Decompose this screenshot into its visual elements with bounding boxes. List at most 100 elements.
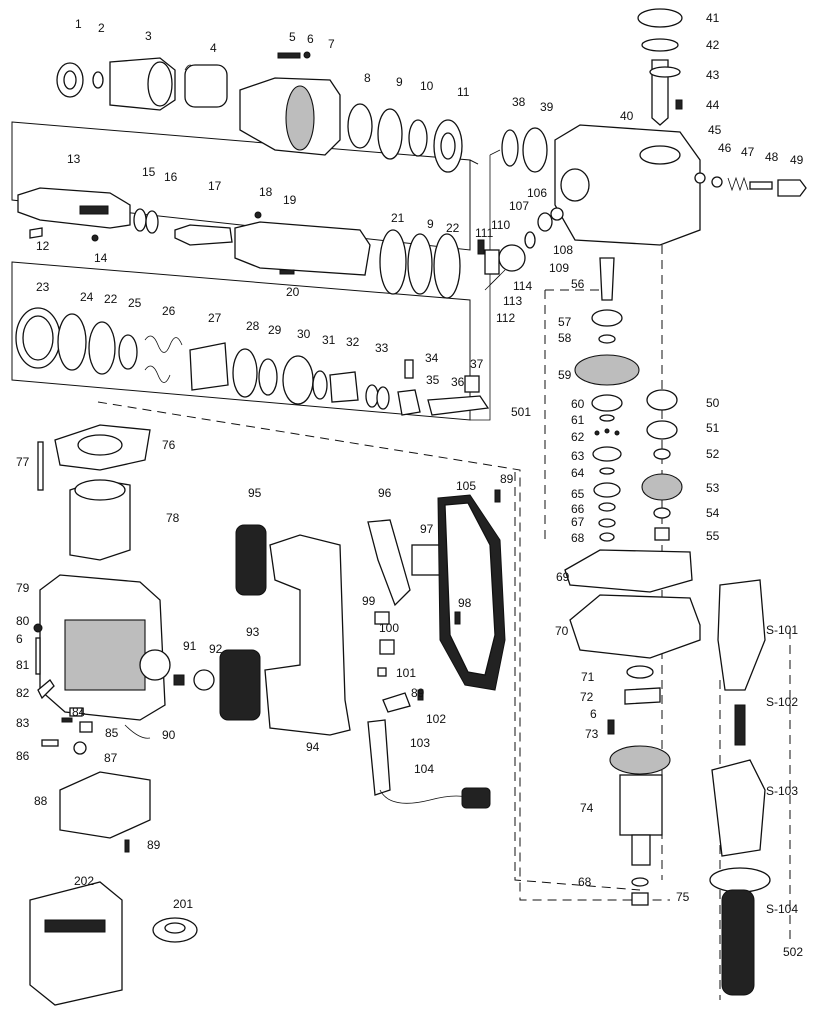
part-label: 56 [571, 277, 585, 291]
part-74-rotor [619, 774, 663, 836]
part-48-clip [749, 181, 773, 190]
part-label: 9 [396, 75, 403, 89]
part-label: 89 [411, 686, 425, 700]
part-84-clamp [69, 707, 83, 717]
gear-housing [477, 8, 807, 291]
part-label: S-103 [766, 784, 798, 798]
part-label: 27 [208, 311, 222, 325]
part-label: 85 [105, 726, 119, 740]
lower-gear-housing [564, 549, 701, 906]
part-label: 77 [16, 455, 30, 469]
part-label: 53 [706, 481, 720, 495]
part-20-pin [279, 269, 295, 275]
part-label: 57 [558, 315, 572, 329]
part-59-gear [574, 354, 640, 386]
part-113-screw [489, 269, 506, 286]
part-label: 89 [147, 838, 161, 852]
assembly-frames [11, 121, 791, 1000]
part-label: 91 [183, 639, 197, 653]
part-label: 62 [571, 430, 585, 444]
part-label: 26 [162, 304, 176, 318]
part-label: 34 [425, 351, 439, 365]
part-74-fan [609, 745, 671, 775]
part-81-bolt [35, 637, 41, 675]
part-label: 22 [104, 292, 118, 306]
part-77-bolt [37, 441, 44, 491]
part-58-washer [598, 334, 616, 344]
part-label: 37 [470, 357, 484, 371]
part-label: 45 [708, 123, 722, 137]
part-65-bearing [593, 482, 621, 498]
part-label: 17 [208, 179, 222, 193]
part-S-102-rod [734, 704, 746, 746]
part-label: 6 [590, 707, 597, 721]
part-label: 50 [706, 396, 720, 410]
part-39-ring [522, 127, 548, 173]
part-89-screw [124, 839, 130, 853]
part-label: 48 [765, 150, 779, 164]
part-85-block [79, 721, 93, 733]
part-label: 55 [706, 529, 720, 543]
part-55-bush [654, 527, 670, 541]
part-17-shape [174, 224, 233, 246]
part-label: 8 [364, 71, 371, 85]
part-83-screw [61, 717, 73, 723]
part-101-ring [377, 667, 387, 677]
part-label: 15 [142, 165, 156, 179]
part-68-ring [599, 532, 615, 542]
part-label: 28 [246, 319, 260, 333]
part-92-knob [193, 669, 215, 691]
part-label: 110 [491, 218, 510, 232]
shaft-assembly [17, 187, 461, 299]
part-label: 63 [571, 449, 585, 463]
part-label: 7 [328, 37, 335, 51]
part-label: 19 [283, 193, 297, 207]
part-label: 93 [246, 625, 260, 639]
part-91-ring [173, 674, 185, 686]
part-100-block [379, 639, 395, 655]
part-104-plug [461, 787, 491, 809]
part-35-shape [397, 389, 421, 416]
part-32-shape [329, 371, 359, 403]
part-70-cover [569, 594, 701, 659]
part-label: S-101 [766, 623, 798, 637]
part-label: 87 [104, 751, 118, 765]
part-label: 72 [580, 690, 594, 704]
part-label: 30 [297, 327, 311, 341]
part-22b-ring [88, 321, 116, 375]
part-36-conrod [427, 395, 490, 416]
part-label: 69 [556, 570, 570, 584]
part-82-sleeve [37, 679, 55, 700]
handle-assembly [219, 489, 506, 809]
part-45-ring [694, 172, 706, 184]
part-33-ring [365, 384, 379, 408]
part-label: 94 [306, 740, 320, 754]
part-label: 202 [74, 874, 94, 888]
chuck-assembly [56, 51, 463, 173]
part-label: 41 [706, 11, 720, 25]
part-69-gasket [564, 549, 693, 593]
part-label: 51 [706, 421, 720, 435]
part-label: 16 [164, 170, 178, 184]
part-49-knob [777, 179, 807, 197]
part-label: 64 [571, 466, 585, 480]
part-label: 40 [620, 109, 634, 123]
part-label: S-104 [766, 902, 798, 916]
part-label: 22 [446, 221, 460, 235]
part-label: 59 [558, 368, 572, 382]
part-label: 31 [322, 333, 336, 347]
part-label: 105 [456, 479, 476, 493]
part-label: 502 [783, 945, 803, 959]
part-111-pin [477, 239, 485, 255]
part-label: 9 [427, 217, 434, 231]
motor-housing [33, 424, 215, 853]
part-53-gear [641, 473, 683, 501]
part-label: 82 [16, 686, 30, 700]
part-label: S-102 [766, 695, 798, 709]
part-label: 96 [378, 486, 392, 500]
part-label: 39 [540, 100, 554, 114]
part-16-ring [145, 210, 159, 234]
part-73-screw [607, 719, 615, 735]
part-label: 109 [549, 261, 569, 275]
